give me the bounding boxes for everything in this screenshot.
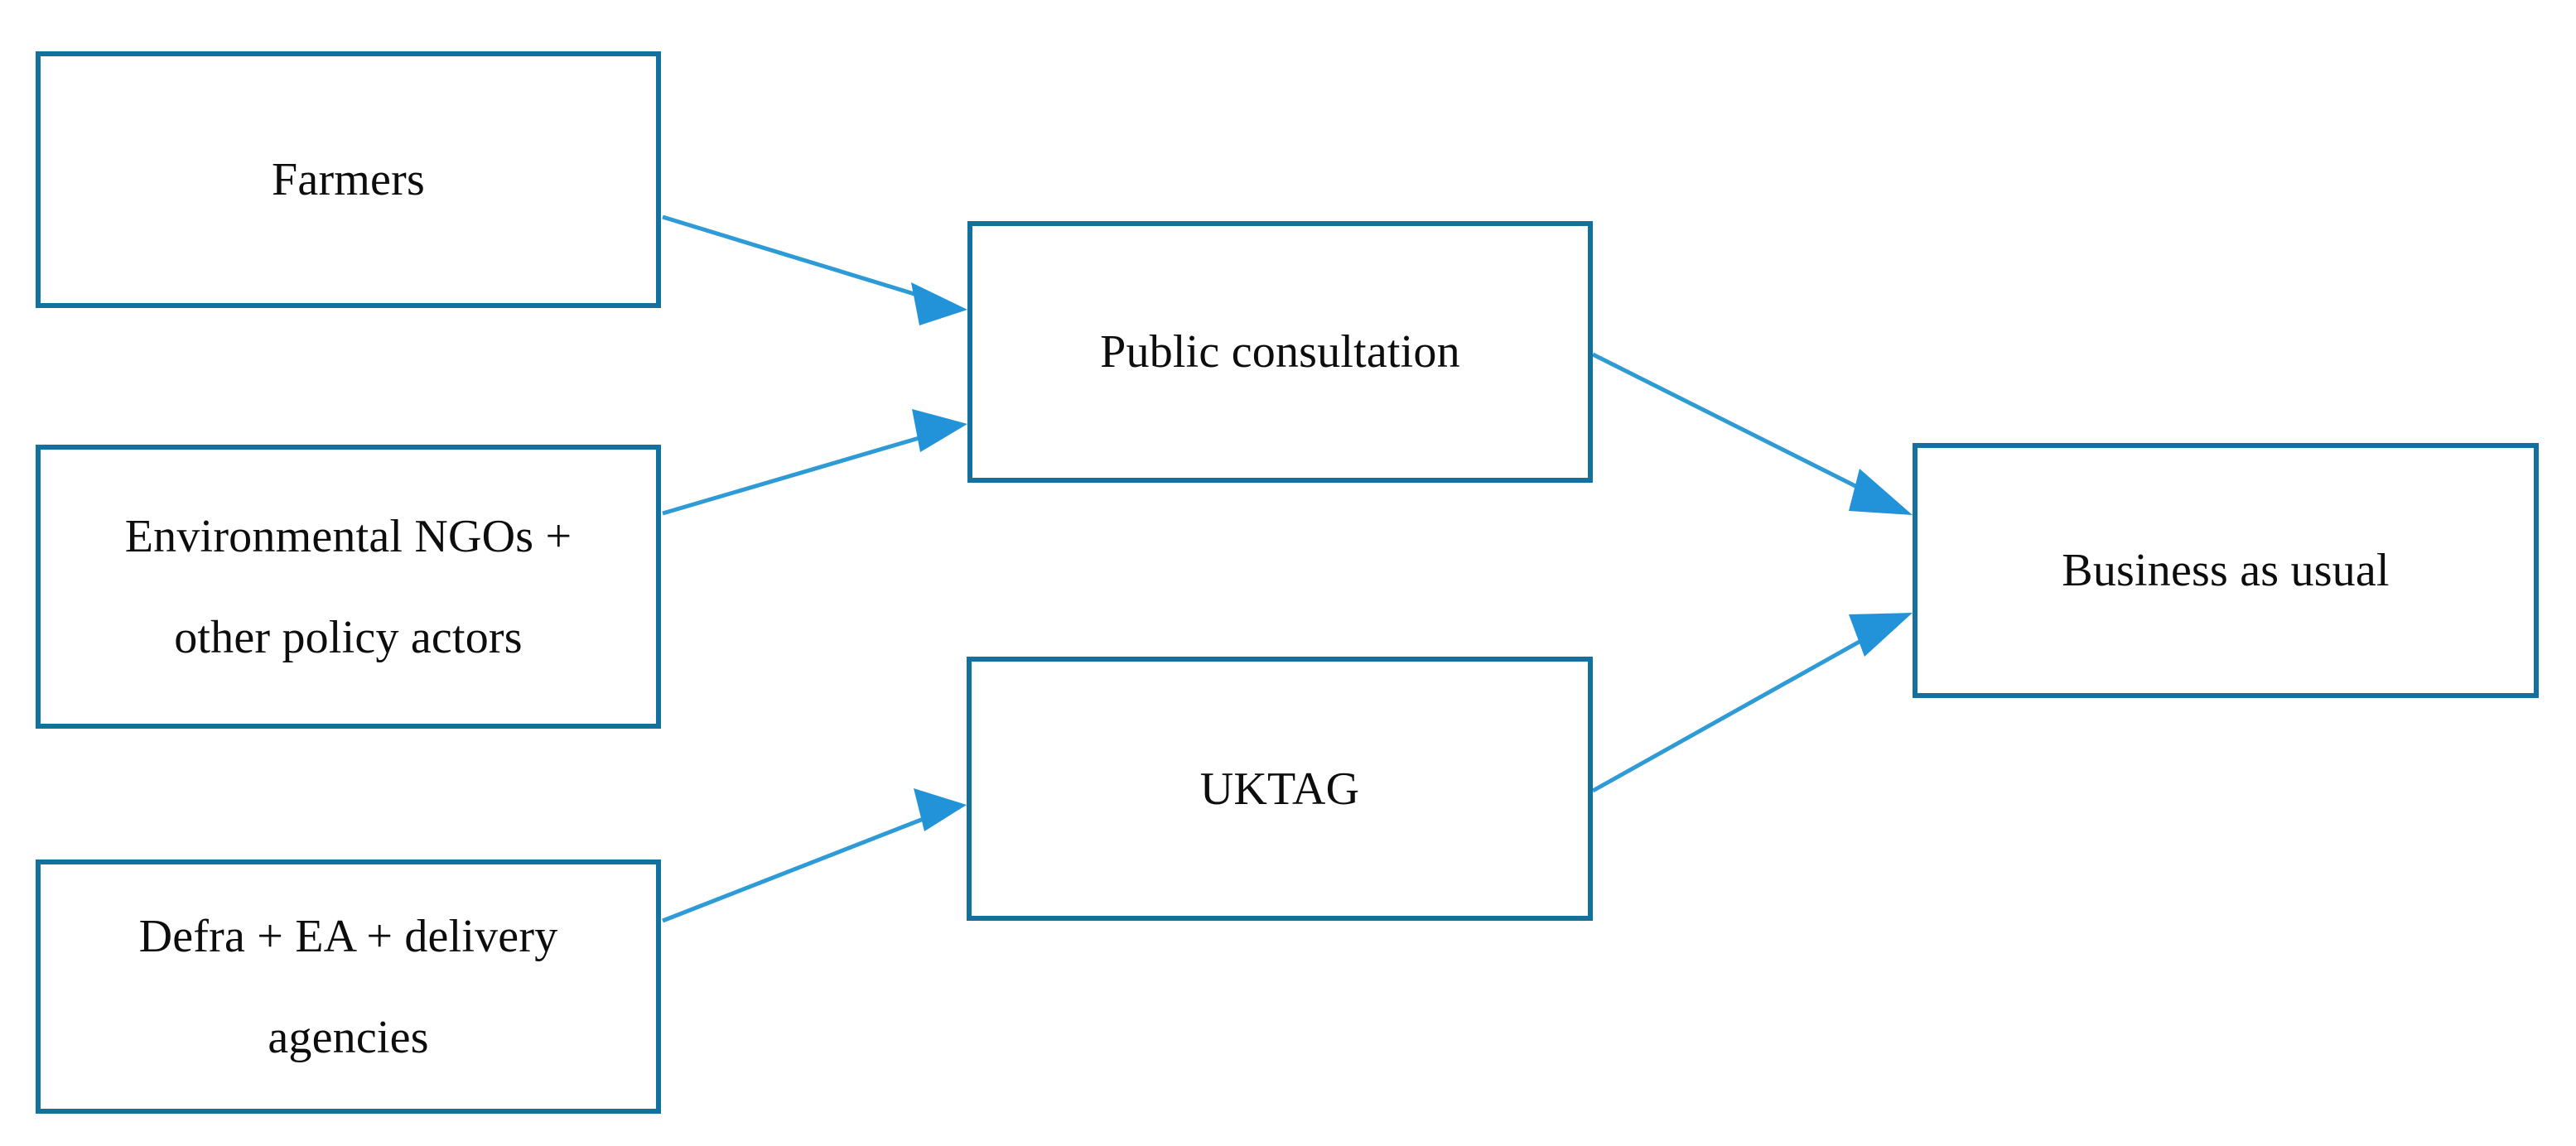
node-public-consultation[interactable]: Public consultation: [967, 221, 1593, 483]
node-uktag-label: UKTAG: [1199, 763, 1360, 815]
node-environmental-ngos-label-line2: other policy actors: [174, 611, 523, 663]
node-defra-label-line2: agencies: [268, 1011, 429, 1063]
node-public-consultation-label: Public consultation: [1100, 326, 1460, 378]
node-business-as-usual-label: Business as usual: [2062, 545, 2390, 596]
edge-farmers-to-public-consultation: [662, 214, 967, 325]
node-defra-label-line1: Defra + EA + delivery: [138, 910, 558, 962]
node-environmental-ngos-label-line1: Environmental NGOs +: [124, 510, 572, 562]
node-defra-ea-delivery-agencies[interactable]: Defra + EA + delivery agencies: [36, 860, 661, 1114]
node-farmers-label: Farmers: [272, 154, 425, 205]
node-uktag[interactable]: UKTAG: [967, 657, 1593, 921]
edge-defra-to-uktag: [662, 788, 967, 923]
node-environmental-ngos[interactable]: Environmental NGOs + other policy actors: [36, 445, 661, 729]
node-farmers[interactable]: Farmers: [36, 51, 661, 308]
edge-uktag-to-business: [1591, 613, 1913, 793]
node-business-as-usual[interactable]: Business as usual: [1913, 443, 2539, 698]
edge-ngos-to-public-consultation: [662, 409, 967, 516]
edge-public-consultation-to-business: [1591, 352, 1913, 515]
